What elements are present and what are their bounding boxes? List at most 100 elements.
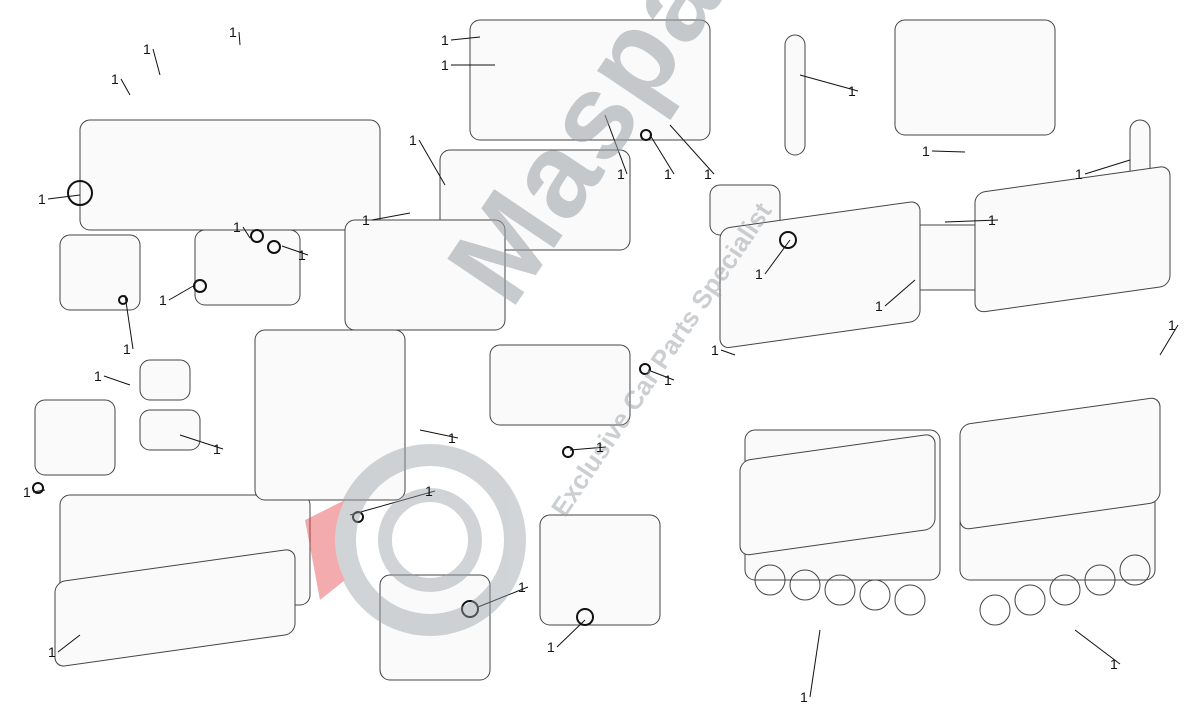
callout-label: 1	[704, 166, 712, 182]
callout-label: 1	[213, 441, 221, 457]
callout-label: 1	[362, 212, 370, 228]
leader-line	[152, 48, 161, 76]
o-ring-seal	[576, 608, 594, 626]
callout-label: 1	[38, 191, 46, 207]
o-ring-seal	[352, 511, 364, 523]
callout-label: 1	[800, 689, 808, 705]
leader-line	[884, 279, 916, 307]
leader-line	[124, 294, 134, 350]
leader-line	[556, 619, 586, 648]
o-ring-seal	[779, 231, 797, 249]
cam-carrier	[469, 19, 711, 141]
valve-cover-gasket-left	[719, 201, 921, 349]
water-pump	[194, 229, 301, 306]
leader-line	[242, 226, 251, 239]
leader-line	[57, 634, 81, 653]
callout-label: 1	[1168, 317, 1176, 333]
leader-line	[931, 150, 966, 153]
callout-label: 1	[448, 430, 456, 446]
callout-label: 1	[229, 24, 237, 40]
cylinder-bore	[894, 584, 926, 616]
callout-label: 1	[441, 57, 449, 73]
leader-line	[669, 124, 715, 175]
leader-line	[569, 446, 607, 451]
callout-label: 1	[159, 292, 167, 308]
o-ring-seal	[67, 180, 93, 206]
o-ring-seal	[118, 295, 128, 305]
callout-label: 1	[143, 41, 151, 57]
o-ring-seal	[250, 229, 264, 243]
valve-cover-gasket-right	[974, 166, 1171, 313]
callout-label: 1	[425, 483, 433, 499]
leader-line	[477, 586, 529, 608]
callout-label: 1	[48, 644, 56, 660]
callout-label: 1	[617, 166, 625, 182]
callout-label: 1	[233, 219, 241, 235]
leader-line	[450, 36, 481, 41]
leader-line	[1074, 629, 1121, 665]
throttle-body	[139, 359, 191, 401]
head-gasket-right	[959, 397, 1161, 530]
callout-label: 1	[94, 368, 102, 384]
cylinder-bore	[1014, 584, 1046, 616]
cylinder-bore	[824, 574, 856, 606]
leader-line	[647, 369, 675, 381]
cylinder-bore	[1049, 574, 1081, 606]
callout-label: 1	[922, 143, 930, 159]
callout-label: 1	[596, 439, 604, 455]
cylinder-bore	[1084, 564, 1116, 596]
oil-pan-gasket	[54, 549, 296, 667]
callout-label: 1	[664, 372, 672, 388]
leader-line	[418, 139, 446, 186]
callout-label: 1	[123, 341, 131, 357]
leader-line	[120, 78, 131, 96]
thermostat-housing	[139, 409, 201, 451]
leader-line	[32, 489, 46, 493]
front-cover-pump	[59, 234, 141, 311]
timing-cover	[254, 329, 406, 501]
callout-label: 1	[23, 484, 31, 500]
valve	[784, 34, 806, 156]
leader-line	[238, 31, 241, 46]
chain-cover	[379, 574, 491, 681]
leader-line	[1159, 324, 1179, 356]
callout-label: 1	[441, 32, 449, 48]
leader-line	[944, 219, 999, 223]
leader-line	[419, 429, 459, 439]
callout-label: 1	[1110, 656, 1118, 672]
leader-line	[371, 212, 411, 221]
callout-label: 1	[547, 639, 555, 655]
o-ring-seal	[267, 240, 281, 254]
cylinder-bore	[859, 579, 891, 611]
callout-label: 1	[409, 132, 417, 148]
leader-line	[281, 245, 309, 256]
leader-line	[349, 490, 436, 516]
callout-label: 1	[988, 212, 996, 228]
leader-line	[720, 349, 736, 356]
callout-label: 1	[518, 579, 526, 595]
oil-pump-housing	[539, 514, 661, 626]
callout-label: 1	[1075, 166, 1083, 182]
callout-label: 1	[848, 83, 856, 99]
block-upper-right	[894, 19, 1056, 136]
egr-pipe	[34, 399, 116, 476]
cylinder-bore	[979, 594, 1011, 626]
leader-line	[799, 74, 859, 92]
leader-line	[764, 239, 791, 275]
o-ring-seal	[639, 363, 651, 375]
o-ring-seal	[461, 600, 479, 618]
leader-line	[179, 434, 224, 450]
callout-label: 1	[298, 247, 306, 263]
callout-label: 1	[755, 266, 763, 282]
leader-line	[47, 194, 81, 200]
coolant-rail	[489, 344, 631, 426]
head-gasket-left	[739, 434, 936, 556]
callout-label: 1	[875, 298, 883, 314]
o-ring-seal	[32, 482, 44, 494]
leader-line	[604, 114, 628, 175]
cylinder-bore	[1119, 554, 1151, 586]
cylinder-bore	[789, 569, 821, 601]
